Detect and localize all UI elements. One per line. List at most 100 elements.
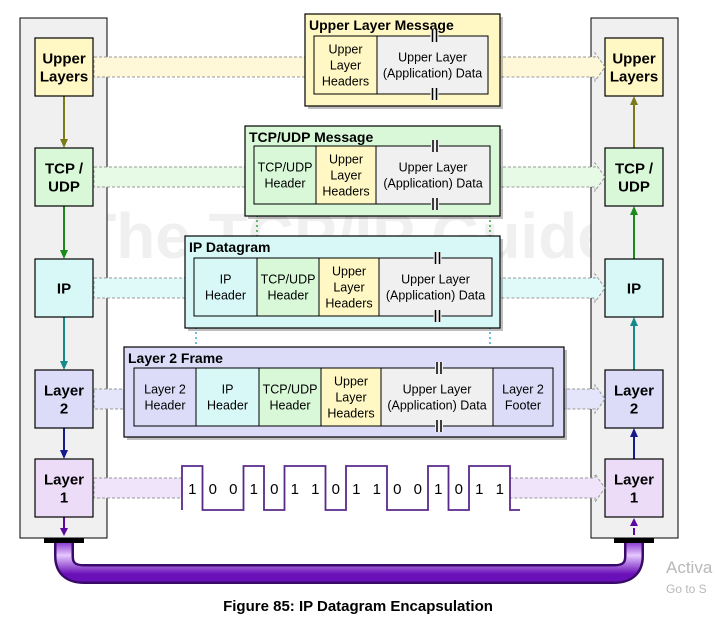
left-layer-label: 2 [60,400,68,417]
packet-field-label: Header [270,399,311,413]
flow-arrow-right-4 [509,472,606,504]
packet-field-label: Upper [328,43,362,57]
right-layer-ip: IP [604,258,664,318]
bit-waveform [181,465,520,511]
packet-field-label: TCP/UDP [263,383,318,397]
flow-arrow-left-0 [93,56,308,78]
packet-field-label: Header [205,289,246,303]
right-stack-arrow [630,317,638,370]
left-layer-label: Layer [44,382,84,399]
packet-field-label: Header [145,399,186,413]
packet-field-label: Layer [330,59,361,73]
flow-arrow-left-1 [93,166,248,188]
right-layer-label: Upper [612,50,656,67]
right-layer-tcp: TCP /UDP [604,147,664,207]
packet-field-data: Upper Layer (Application) Data [378,252,493,322]
packet-field-label: Layer 2 [502,383,544,397]
packet-field-label: (Application) Data [386,289,485,303]
message-title: Layer 2 Frame [128,350,223,366]
packet-field-label: Headers [325,297,372,311]
packet-field-label: Upper Layer [403,383,472,397]
left-layer-label: Upper [42,50,86,67]
bit-digit: 1 [188,481,196,498]
left-layer-label: TCP / [45,160,84,177]
packet-field-label: Upper [334,375,368,389]
packet-field-label: Layer [330,169,361,183]
encapsulation-messages: Upper Layer MessageUpperLayerHeadersUppe… [123,13,567,440]
bit-digit: 0 [414,481,422,498]
right-layer-label: IP [627,280,641,297]
right-layer-label: TCP / [615,160,654,177]
flow-arrow-right-3 [561,383,606,415]
right-layer-label: Layer [614,382,654,399]
packet-field-tcp: TCP/UDP Header [258,367,322,427]
activation-line1: Activa [666,558,713,577]
packet-field-label: Upper Layer [398,51,467,65]
right-stack-bottom-arrow [630,518,638,535]
left-layer-label: 1 [60,489,68,506]
flow-arrow-right-2 [497,272,606,304]
bit-digit: 0 [332,481,340,498]
left-stack-arrow [60,96,68,148]
horizontal-flow-arrows [93,51,606,504]
packet-field-label: TCP/UDP [261,273,316,287]
packet-field-label: Headers [322,185,369,199]
left-stack-arrow [60,206,68,259]
bit-digit: 1 [496,481,504,498]
flow-arrow-left-4 [93,477,183,499]
bit-digit: 0 [455,481,463,498]
flow-arrow-right-1 [497,161,606,193]
message-title: TCP/UDP Message [249,129,373,145]
packet-field-label: Upper [332,265,366,279]
packet-field-label: Layer [335,391,366,405]
flow-arrow-left-3 [93,388,127,410]
bit-digit: 0 [393,481,401,498]
right-layer-label: 2 [630,400,638,417]
left-layer-label: Layers [40,68,88,85]
flow-arrow-left-2 [93,277,188,299]
packet-field-label: Headers [327,407,374,421]
flow-arrow-right-0 [497,51,606,83]
right-layer-label: 1 [630,489,638,506]
figure-caption: Figure 85: IP Datagram Encapsulation [223,598,493,615]
packet-field-label: Footer [505,399,541,413]
bit-digit: 1 [352,481,360,498]
left-layer-label: IP [57,280,71,297]
physical-link-pipe [44,537,654,584]
bit-digit: 0 [229,481,237,498]
activation-watermark: Activa Go to S [666,558,716,596]
packet-field-label: IP [220,273,232,287]
bit-digit: 1 [250,481,258,498]
packet-field-label: Upper Layer [401,273,470,287]
bit-digit: 1 [373,481,381,498]
bit-digit: 1 [291,481,299,498]
right-layer-label: Layers [610,68,658,85]
left-layer-label: UDP [48,178,80,195]
packet-field-label: Upper Layer [399,161,468,175]
packet-field-ip: IP Header [193,257,258,317]
packet-field-label: Upper [329,153,363,167]
packet-field-l2f: Layer 2 Footer [492,367,554,427]
left-stack-arrow [60,317,68,370]
right-stack-arrow [630,206,638,259]
packet-field-label: Headers [322,75,369,89]
message-title: Upper Layer Message [309,17,454,33]
packet-field-data: Upper Layer(Application) Data [380,362,494,432]
activation-line2: Go to S [666,582,707,596]
